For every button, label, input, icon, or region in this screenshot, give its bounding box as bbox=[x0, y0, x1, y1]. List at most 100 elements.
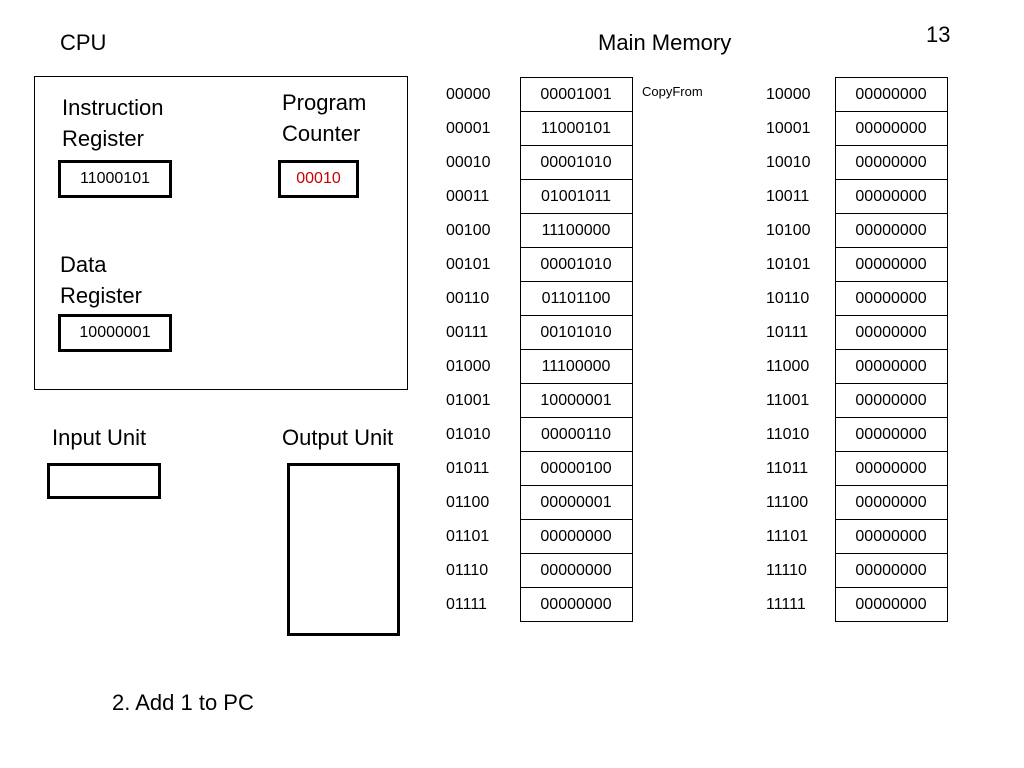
memory-row: 00011 01001011 bbox=[438, 179, 633, 214]
memory-address: 11000 bbox=[766, 357, 810, 375]
memory-row: 01001 10000001 bbox=[438, 383, 633, 418]
memory-cell: 00000000 bbox=[834, 553, 948, 588]
program-counter-label: Program Counter bbox=[282, 90, 367, 146]
memory-row: 10010 00000000 bbox=[758, 145, 948, 180]
program-counter-value: 00010 bbox=[296, 170, 341, 187]
memory-row: 10001 00000000 bbox=[758, 111, 948, 146]
memory-cell: 00000000 bbox=[519, 553, 633, 588]
memory-address: 00000 bbox=[446, 85, 491, 103]
memory-address: 01100 bbox=[446, 493, 490, 511]
memory-cell: 00000000 bbox=[834, 349, 948, 384]
memory-cell: 00000000 bbox=[834, 281, 948, 316]
memory-cell: 00000100 bbox=[519, 451, 633, 486]
memory-cell: 00000000 bbox=[834, 587, 948, 622]
memory-address: 10011 bbox=[766, 187, 810, 205]
memory-address: 00110 bbox=[446, 289, 490, 307]
memory-address: 10111 bbox=[766, 323, 809, 341]
memory-address: 10010 bbox=[766, 153, 811, 171]
memory-row: 10110 00000000 bbox=[758, 281, 948, 316]
memory-cell: 00001010 bbox=[519, 247, 633, 282]
memory-row: 00111 00101010 bbox=[438, 315, 633, 350]
memory-row: 00101 00001010 bbox=[438, 247, 633, 282]
copyfrom-annotation: CopyFrom bbox=[642, 84, 703, 99]
memory-cell: 11100000 bbox=[519, 349, 633, 384]
memory-cell: 00000001 bbox=[519, 485, 633, 520]
output-unit-label: Output Unit bbox=[282, 425, 394, 450]
memory-address: 00011 bbox=[446, 187, 490, 205]
memory-row: 01101 00000000 bbox=[438, 519, 633, 554]
main-memory-title: Main Memory bbox=[598, 30, 732, 55]
memory-cell: 00000000 bbox=[519, 519, 633, 554]
memory-cell: 01101100 bbox=[519, 281, 633, 316]
memory-cell: 00000110 bbox=[519, 417, 633, 452]
instruction-register-box: 11000101 bbox=[58, 160, 172, 198]
memory-address: 01000 bbox=[446, 357, 491, 375]
memory-cell: 00000000 bbox=[834, 315, 948, 350]
cpu-box bbox=[34, 76, 408, 390]
cpu-title: CPU bbox=[60, 30, 107, 55]
memory-cell: 00000000 bbox=[519, 587, 633, 622]
memory-row: 10101 00000000 bbox=[758, 247, 948, 282]
memory-cell: 00000000 bbox=[834, 145, 948, 180]
output-unit-box bbox=[287, 463, 400, 636]
memory-address: 01011 bbox=[446, 459, 490, 477]
memory-row: 11101 00000000 bbox=[758, 519, 948, 554]
memory-cell: 00000000 bbox=[834, 519, 948, 554]
memory-address: 01101 bbox=[446, 527, 490, 545]
memory-address: 10101 bbox=[766, 255, 811, 273]
memory-row: 00110 01101100 bbox=[438, 281, 633, 316]
memory-row: 01011 00000100 bbox=[438, 451, 633, 486]
data-register-label: Data Register bbox=[60, 252, 142, 308]
memory-cell: 00000000 bbox=[834, 179, 948, 214]
memory-address: 00111 bbox=[446, 323, 489, 341]
instruction-register-label: Instruction Register bbox=[62, 95, 164, 151]
memory-address: 01001 bbox=[446, 391, 491, 409]
data-register-value: 10000001 bbox=[79, 324, 151, 341]
memory-cell: 00101010 bbox=[519, 315, 633, 350]
memory-cell: 00000000 bbox=[834, 417, 948, 452]
input-unit-box bbox=[47, 463, 161, 499]
memory-cell: 00000000 bbox=[834, 213, 948, 248]
memory-cell: 00000000 bbox=[834, 247, 948, 282]
memory-cell: 10000001 bbox=[519, 383, 633, 418]
memory-row: 11111 00000000 bbox=[758, 587, 948, 622]
memory-address: 00100 bbox=[446, 221, 491, 239]
memory-address: 01010 bbox=[446, 425, 491, 443]
memory-address: 11111 bbox=[766, 595, 806, 613]
memory-address: 11101 bbox=[766, 527, 809, 545]
memory-address: 10001 bbox=[766, 119, 811, 137]
memory-address: 11011 bbox=[766, 459, 809, 477]
memory-cell: 00000000 bbox=[834, 111, 948, 146]
memory-address: 01110 bbox=[446, 561, 489, 579]
memory-row: 10011 00000000 bbox=[758, 179, 948, 214]
memory-cell: 00001001 bbox=[519, 77, 633, 112]
memory-row: 01100 00000001 bbox=[438, 485, 633, 520]
memory-row: 01110 00000000 bbox=[438, 553, 633, 588]
memory-row: 00000 00001001 bbox=[438, 77, 633, 112]
memory-cell: 00000000 bbox=[834, 77, 948, 112]
memory-address: 10110 bbox=[766, 289, 810, 307]
memory-cell: 00000000 bbox=[834, 485, 948, 520]
memory-address: 11001 bbox=[766, 391, 810, 409]
memory-row: 01010 00000110 bbox=[438, 417, 633, 452]
memory-row: 11010 00000000 bbox=[758, 417, 948, 452]
memory-address: 00101 bbox=[446, 255, 491, 273]
memory-address: 00001 bbox=[446, 119, 491, 137]
memory-cell: 01001011 bbox=[519, 179, 633, 214]
memory-address: 10000 bbox=[766, 85, 811, 103]
memory-address: 11010 bbox=[766, 425, 810, 443]
memory-cell: 00001010 bbox=[519, 145, 633, 180]
memory-row: 10111 00000000 bbox=[758, 315, 948, 350]
data-register-box: 10000001 bbox=[58, 314, 172, 352]
memory-row: 11000 00000000 bbox=[758, 349, 948, 384]
step-caption: 2. Add 1 to PC bbox=[112, 690, 254, 715]
